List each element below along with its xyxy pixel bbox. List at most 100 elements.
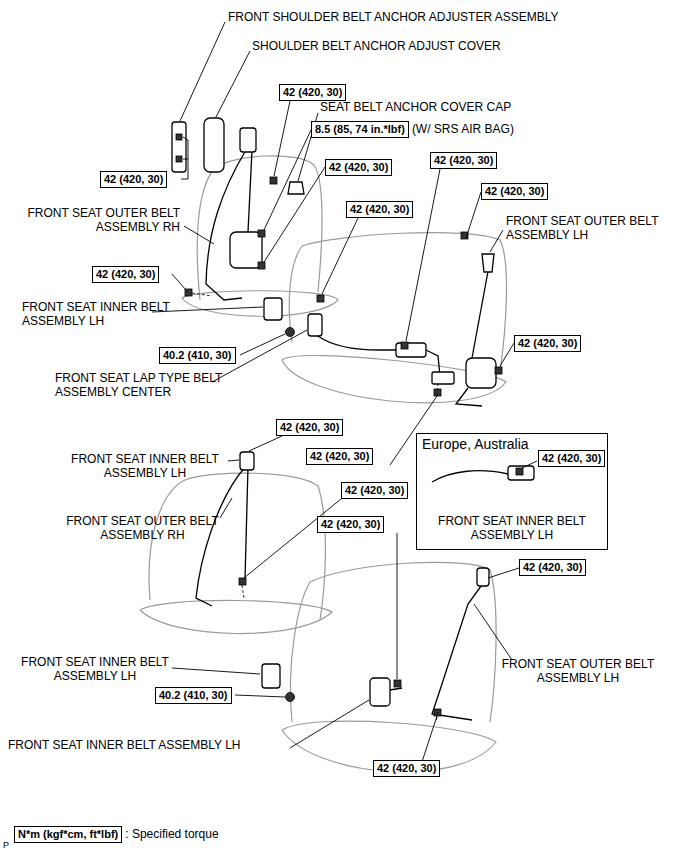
seat-back	[197, 156, 322, 300]
leader-line	[228, 460, 239, 461]
bolt	[495, 367, 502, 374]
part-name: FRONT SEAT INNER BELT ASSEMBLY LH	[427, 514, 597, 543]
torque-value: 42 (420, 30)	[523, 561, 582, 574]
belt-webbing	[472, 266, 489, 358]
torque-box: 42 (420, 30)	[325, 159, 392, 176]
tongue-plate	[396, 343, 426, 357]
torque-value: 42 (420, 30)	[377, 762, 436, 775]
bolt	[258, 262, 265, 269]
part-name: FRONT SEAT OUTER BELT ASSEMBLY LH	[506, 214, 686, 243]
install-line	[436, 712, 438, 722]
bolt	[185, 289, 192, 296]
bolts	[176, 134, 523, 716]
torque-value: 42 (420, 30)	[518, 337, 577, 350]
variant-inset-box: Europe, AustraliaFRONT SEAT INNER BELT A…	[416, 433, 608, 550]
adjust-cover	[204, 118, 224, 172]
torque-box: 40.2 (410, 30)	[155, 687, 232, 704]
torque-box: 42 (420, 30)	[538, 450, 605, 467]
torque-value: 42 (420, 30)	[310, 450, 369, 463]
bolt	[176, 134, 182, 140]
part-name: FRONT SEAT LAP TYPE BELT ASSEMBLY CENTER	[55, 371, 235, 400]
connector	[508, 466, 534, 480]
part-name: FRONT SHOULDER BELT ANCHOR ADJUSTER ASSE…	[228, 10, 559, 24]
torque-box: 42 (420, 30)	[279, 84, 346, 101]
leader-line	[181, 137, 188, 179]
part-name: (W/ SRS AIR BAG)	[412, 122, 514, 136]
leader-line	[235, 695, 285, 697]
torque-value: 42 (420, 30)	[283, 86, 342, 99]
leader-line	[466, 192, 481, 238]
torque-value: 42 (420, 30)	[485, 185, 544, 198]
torque-box: 8.5 (85, 74 in.*lbf)	[311, 121, 409, 138]
torque-box: 42 (420, 30)	[514, 335, 581, 352]
leader-line	[390, 396, 437, 465]
cover-cap	[288, 182, 304, 194]
belt-parts	[172, 118, 534, 720]
part-name: SHOULDER BELT ANCHOR ADJUST COVER	[252, 39, 501, 53]
torque-value: 42 (420, 30)	[542, 452, 601, 465]
leader-line	[490, 230, 503, 252]
bolt	[239, 578, 246, 585]
part-name: FRONT SEAT OUTER BELT ASSEMBLY RH	[10, 206, 180, 235]
belt-webbing	[196, 466, 246, 606]
torque-value: 42 (420, 30)	[321, 518, 380, 531]
leader-line	[397, 533, 398, 679]
belt-webbing	[456, 388, 482, 406]
leader-line	[220, 498, 232, 518]
part-name: FRONT SEAT INNER BELT ASSEMBLY LH	[10, 655, 180, 684]
leader-line	[522, 461, 537, 468]
belt-webbing	[248, 150, 252, 232]
leader-line	[290, 700, 369, 748]
torque-box: 42 (420, 30)	[92, 266, 159, 283]
buckle	[262, 664, 280, 688]
leader-line	[500, 343, 514, 366]
torque-box: 42 (420, 30)	[481, 183, 548, 200]
install-line	[242, 585, 244, 598]
belt-webbing	[206, 150, 246, 300]
install-line	[437, 384, 438, 396]
torque-box: 42 (420, 30)	[519, 559, 586, 576]
part-name: SEAT BELT ANCHOR COVER CAP	[320, 100, 511, 114]
shoulder-anchor	[482, 254, 494, 272]
retractor	[230, 232, 262, 268]
part-name: FRONT SEAT OUTER BELT ASSEMBLY RH	[50, 514, 235, 543]
leader-line	[264, 130, 311, 230]
part-name: FRONT SEAT OUTER BELT ASSEMBLY LH	[488, 657, 668, 686]
leader-line	[180, 22, 225, 121]
legend-text: : Specified torque	[125, 827, 218, 841]
leader-line	[264, 167, 325, 262]
part-name: FRONT SEAT INNER BELT ASSEMBLY LH	[8, 738, 241, 752]
bolt	[176, 156, 182, 162]
leader-line	[274, 101, 290, 176]
bolt	[516, 468, 523, 475]
torque-box: 42 (420, 30)	[373, 760, 440, 777]
torque-value: 40.2 (410, 30)	[159, 689, 228, 702]
torque-value: 42 (420, 30)	[345, 484, 404, 497]
seat-cushion	[282, 356, 506, 403]
leader-line	[406, 169, 440, 341]
leader-line	[249, 436, 282, 451]
retractor	[466, 358, 496, 388]
seat-back	[290, 562, 496, 722]
install-line	[192, 293, 212, 296]
nut	[286, 328, 295, 337]
leader-line	[240, 334, 285, 355]
shoulder-anchor	[477, 568, 489, 586]
nut	[286, 693, 295, 702]
torque-box: 42 (420, 30)	[276, 419, 343, 436]
seat-cushion	[182, 291, 338, 317]
seat-cushion	[140, 600, 332, 633]
leader-lines	[152, 22, 537, 768]
bolt	[270, 177, 277, 184]
seat-back	[289, 233, 506, 372]
buckle	[264, 298, 282, 320]
torque-value: 8.5 (85, 74 in.*lbf)	[315, 123, 405, 136]
bolt	[394, 680, 401, 687]
torque-box: 40.2 (410, 30)	[159, 347, 236, 364]
leader-line	[172, 668, 260, 674]
torque-box: 42 (420, 30)	[100, 171, 167, 188]
torque-value: 42 (420, 30)	[280, 421, 339, 434]
anchor-adjuster	[172, 122, 186, 172]
torque-box: 42 (420, 30)	[341, 482, 408, 499]
bolt	[258, 230, 265, 237]
